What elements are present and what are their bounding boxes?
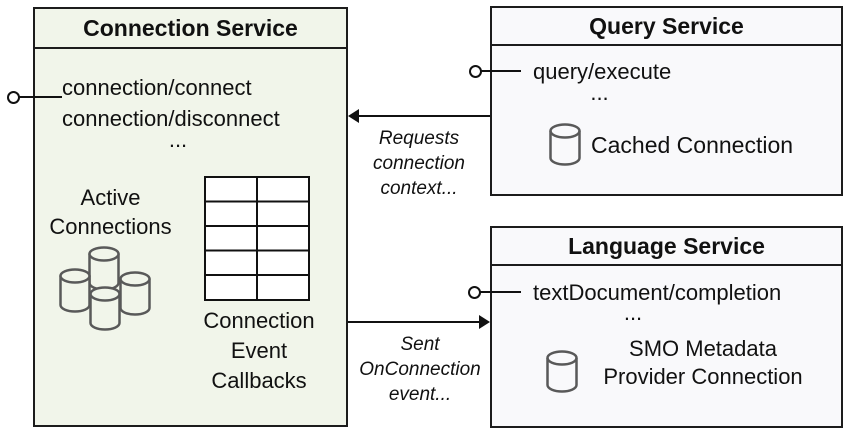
- cached-connection-label: Cached Connection: [591, 132, 794, 158]
- database-cluster-icon: [55, 242, 155, 334]
- arrow-shaft: [357, 115, 490, 117]
- arrow-left-icon: [348, 109, 359, 123]
- method-connection-disconnect: connection/disconnect: [62, 106, 280, 131]
- query-service-box: Query Service: [490, 6, 843, 196]
- sent-event-arrow-label: Sent OnConnection event...: [359, 334, 481, 405]
- method-connection-connect: connection/connect: [62, 75, 252, 100]
- arrow-right-icon: [479, 315, 490, 329]
- method-textdocument-completion: textDocument/completion: [533, 280, 782, 305]
- database-icon: [545, 349, 579, 395]
- arrow-shaft: [348, 321, 480, 323]
- query-methods-ellipsis: ...: [590, 80, 609, 105]
- provided-interface-stem: [481, 70, 521, 72]
- provided-interface-stem: [480, 291, 521, 293]
- table-grid-icon: [204, 176, 310, 301]
- language-service-box: Language Service: [490, 226, 843, 428]
- query-service-title: Query Service: [492, 8, 841, 46]
- method-query-execute: query/execute: [533, 59, 672, 84]
- language-service-title: Language Service: [492, 228, 841, 266]
- active-connections-label: Active Connections: [49, 185, 172, 239]
- connection-service-title: Connection Service: [35, 9, 346, 49]
- smo-metadata-provider-connection-label: SMO Metadata Provider Connection: [603, 336, 803, 389]
- requests-context-arrow-label: Requests connection context...: [373, 128, 465, 199]
- connection-service-methods: connection/connect connection/disconnect: [62, 72, 294, 134]
- provided-interface-stem: [19, 96, 62, 98]
- connection-methods-ellipsis: ...: [168, 127, 188, 152]
- language-methods-ellipsis: ...: [623, 300, 643, 325]
- database-icon: [548, 122, 582, 168]
- connection-event-callbacks-label: Connection Event Callbacks: [203, 308, 315, 393]
